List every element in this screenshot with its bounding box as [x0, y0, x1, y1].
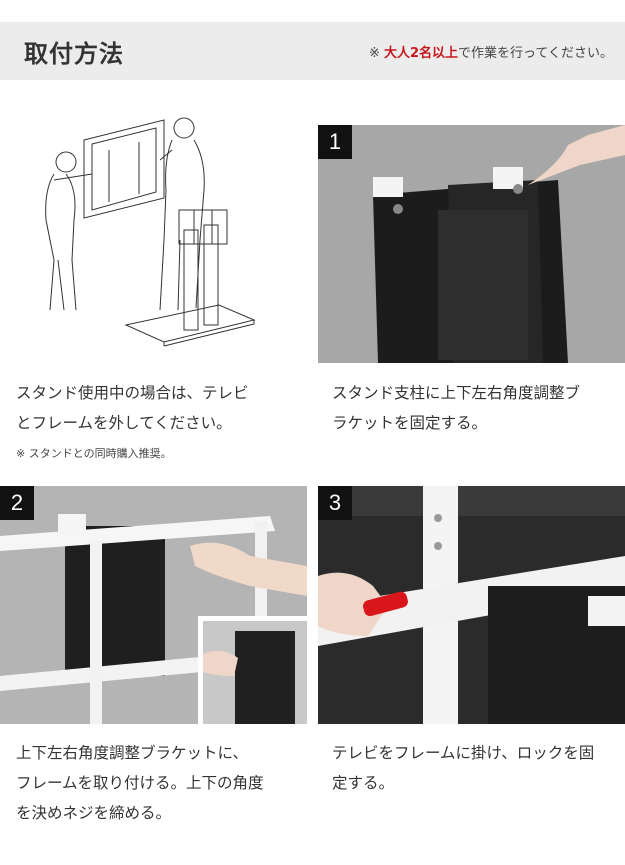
note-prefix: ※ — [368, 46, 384, 61]
intro-illustration — [14, 110, 304, 360]
intro-caption-line2: とフレームを外してください。 — [16, 414, 232, 432]
step3-badge: 3 — [318, 486, 352, 520]
step2-caption-line3: を決めネジを締める。 — [16, 804, 172, 822]
step2-caption: 上下左右角度調整ブラケットに、 フレームを取り付ける。上下の角度 を決めネジを締… — [16, 738, 264, 828]
intro-caption-line1: スタンド使用中の場合は、テレビ — [16, 384, 249, 402]
step2-caption-line2: フレームを取り付ける。上下の角度 — [16, 774, 264, 792]
step2-caption-line1: 上下左右角度調整ブラケットに、 — [16, 744, 249, 762]
note-emphasis: 大人2名以上 — [383, 46, 459, 61]
safety-note: ※ 大人2名以上で作業を行ってください。 — [369, 42, 613, 61]
step3-photo: 3 — [318, 486, 625, 724]
step3-caption-line1: テレビをフレームに掛け、ロックを固 — [332, 744, 595, 762]
intro-note: ※ スタンドとの同時購入推奨。 — [16, 447, 172, 460]
step2-photo: 2 — [0, 486, 307, 724]
note-suffix: で作業を行ってください。 — [458, 46, 613, 61]
step1-caption: スタンド支柱に上下左右角度調整ブ ラケットを固定する。 — [332, 378, 580, 438]
section-header: 取付方法 ※ 大人2名以上で作業を行ってください。 — [0, 22, 625, 80]
step1-caption-line1: スタンド支柱に上下左右角度調整ブ — [332, 384, 581, 402]
section-title: 取付方法 — [24, 40, 124, 68]
step1-caption-line2: ラケットを固定する。 — [332, 414, 488, 432]
step1-photo: 1 — [318, 125, 625, 363]
step1-badge: 1 — [318, 125, 352, 159]
step3-caption-line2: 定する。 — [332, 774, 395, 792]
intro-caption: スタンド使用中の場合は、テレビ とフレームを外してください。 — [16, 378, 249, 438]
step3-caption: テレビをフレームに掛け、ロックを固 定する。 — [332, 738, 594, 798]
step2-badge: 2 — [0, 486, 34, 520]
